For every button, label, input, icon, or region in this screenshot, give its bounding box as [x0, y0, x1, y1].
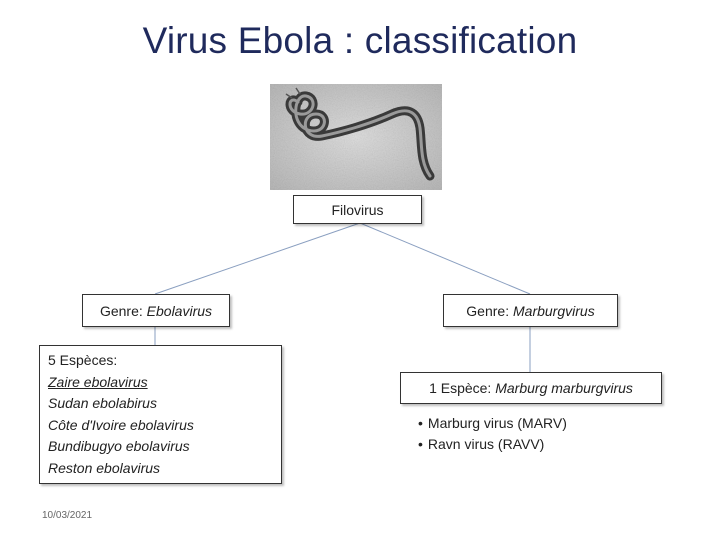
species-item: Reston ebolavirus [48, 459, 161, 476]
genus-ebolavirus-prefix: Genre: [99, 302, 147, 319]
slide-date: 10/03/2021 [42, 510, 93, 521]
species-item: Bundibugyo ebolavirus [48, 438, 190, 454]
species-item: Côte d'Ivoire ebolavirus [48, 416, 194, 433]
species-item: Sudan ebolabirus [48, 395, 157, 411]
marburg-species-prefix: 1 Espèce: [429, 380, 496, 396]
node-genus-ebolavirus: Genre: Ebolavirus [82, 294, 230, 327]
list-item: Marburg virus (MARV) [418, 413, 567, 434]
list-item: Ravn virus (RAVV) [418, 434, 567, 455]
species-heading: 5 Espèces: [48, 352, 118, 368]
marburg-strain-list: Marburg virus (MARV) Ravn virus (RAVV) [418, 413, 567, 455]
node-ebolavirus-species: 5 Espèces: Zaire ebolavirus Sudan ebolab… [39, 345, 282, 484]
node-genus-marburgvirus: Genre: Marburgvirus [443, 294, 618, 327]
connector-root-right [359, 222, 531, 295]
genus-ebolavirus-name: Ebolavirus [146, 302, 213, 319]
page-title: Virus Ebola : classification [142, 20, 578, 61]
node-filovirus: Filovirus [293, 195, 422, 224]
connector-root-left [154, 222, 361, 295]
genus-marburgvirus-name: Marburgvirus [513, 302, 595, 319]
marburg-species-name: Marburg marburgvirus [495, 380, 633, 396]
ebola-virus-micrograph [270, 84, 442, 190]
species-item: Zaire ebolavirus [48, 373, 148, 390]
genus-marburgvirus-prefix: Genre: [466, 302, 513, 319]
node-marburg-species: 1 Espèce: Marburg marburgvirus [400, 372, 662, 404]
node-filovirus-label: Filovirus [331, 201, 384, 218]
